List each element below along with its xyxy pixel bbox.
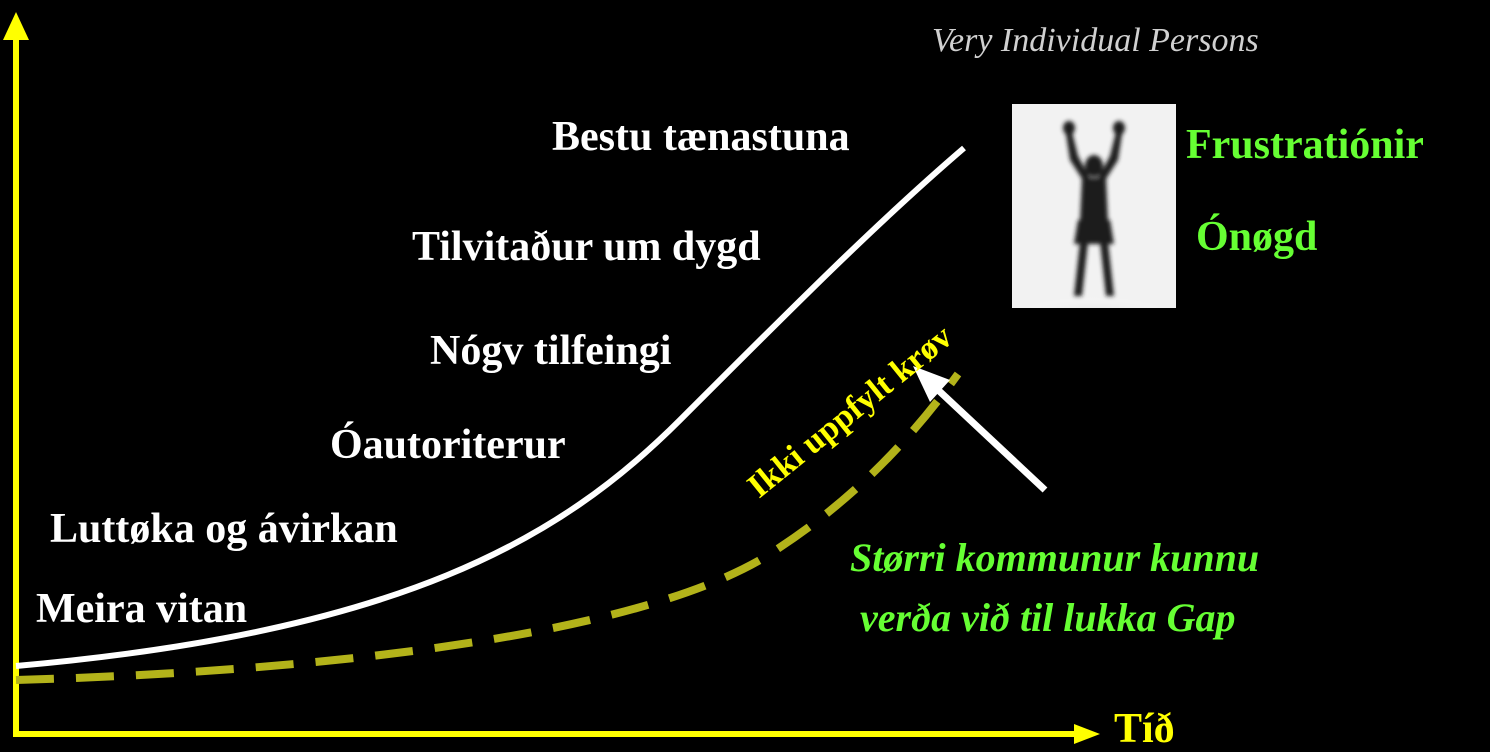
expectation-curve	[15, 145, 966, 669]
reaction-frustrationir: Frustratiónir	[1186, 122, 1424, 168]
x-axis-label: Tíð	[1114, 706, 1175, 752]
reaction-onogd: Ónøgd	[1196, 214, 1318, 260]
step-label-luttoka: Luttøka og ávirkan	[50, 506, 398, 552]
arrow-icon	[913, 366, 1048, 493]
delivery-curve	[15, 371, 962, 684]
step-label-meira-vitan: Meira vitan	[36, 586, 248, 632]
y-axis-arrowhead	[3, 12, 29, 40]
step-label-bestu: Bestu tænastuna	[552, 114, 850, 160]
subtitle: Very Individual Persons	[932, 22, 1259, 59]
person-arms-raised-photo	[1012, 104, 1176, 308]
step-label-nogv-tilfeingi: Nógv tilfeingi	[430, 328, 672, 374]
step-label-tilvitadur: Tilvitaður um dygd	[412, 224, 761, 270]
note-line-1: Størri kommunur kunnu	[850, 535, 1260, 580]
note-line-2: verða við til lukka Gap	[860, 595, 1236, 640]
step-label-oautoriterur: Óautoriterur	[330, 422, 566, 468]
x-axis-arrowhead	[1074, 724, 1100, 744]
